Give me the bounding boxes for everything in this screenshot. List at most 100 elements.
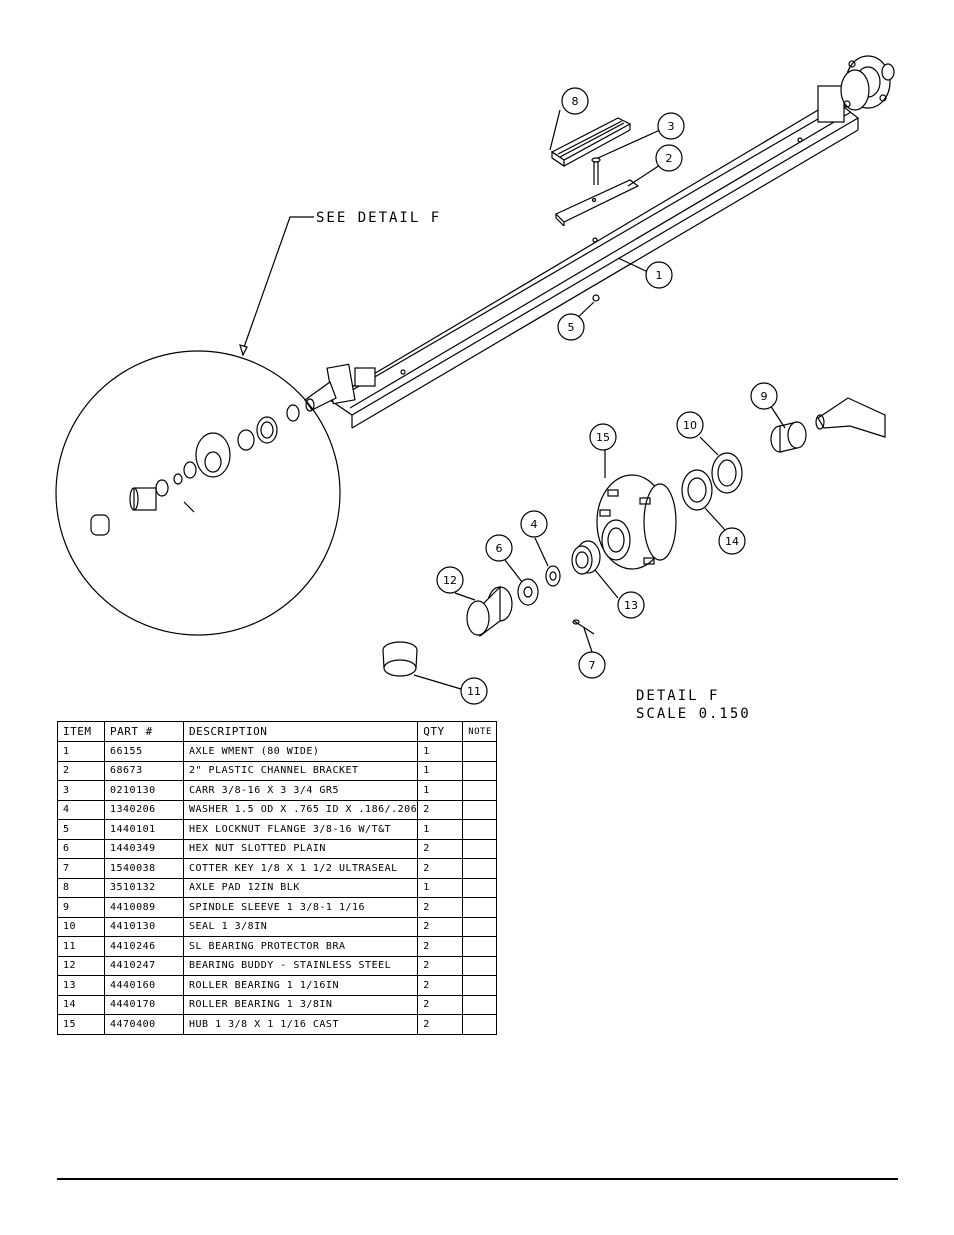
cell-note bbox=[462, 780, 498, 801]
carriage-bolt bbox=[591, 157, 601, 185]
detail-circle bbox=[55, 350, 341, 636]
cell-part: 1440349 bbox=[104, 838, 184, 859]
cell-description: HEX NUT SLOTTED PLAIN bbox=[182, 838, 419, 859]
axle-tube bbox=[304, 55, 895, 429]
cell-description: ROLLER BEARING 1 1/16IN bbox=[182, 975, 419, 996]
cell-part: 4440170 bbox=[104, 994, 184, 1015]
cell-item: 5 bbox=[57, 819, 105, 840]
cell-description: CARR 3/8-16 X 3 3/4 GR5 bbox=[182, 780, 419, 801]
cell-item: 3 bbox=[57, 780, 105, 801]
cell-note bbox=[462, 955, 498, 976]
cell-note bbox=[462, 838, 498, 859]
cell-qty: 1 bbox=[417, 877, 464, 898]
channel-bracket bbox=[554, 179, 640, 227]
svg-text:12: 12 bbox=[443, 574, 457, 587]
balloon-13: 13 bbox=[617, 591, 645, 619]
cell-qty: 2 bbox=[417, 994, 464, 1015]
cell-qty: 2 bbox=[417, 1014, 464, 1035]
cell-description: HEX LOCKNUT FLANGE 3/8-16 W/T&T bbox=[182, 819, 419, 840]
balloon-2: 2 bbox=[655, 144, 683, 172]
svg-text:4: 4 bbox=[531, 518, 538, 531]
svg-text:11: 11 bbox=[467, 685, 481, 698]
svg-text:13: 13 bbox=[624, 599, 638, 612]
detail-inner-parts bbox=[90, 404, 300, 536]
svg-text:3: 3 bbox=[668, 120, 675, 133]
cell-item: 1 bbox=[57, 741, 105, 762]
cell-description: SL BEARING PROTECTOR BRA bbox=[182, 936, 419, 957]
detail-scale: SCALE 0.150 bbox=[636, 706, 751, 722]
svg-text:9: 9 bbox=[761, 390, 768, 403]
cell-note bbox=[462, 819, 498, 840]
balloon-6: 6 bbox=[485, 534, 513, 562]
header-note: NOTE bbox=[462, 721, 498, 742]
cell-part: 4440160 bbox=[104, 975, 184, 996]
balloon-5: 5 bbox=[557, 313, 585, 341]
balloon-11: 11 bbox=[460, 677, 488, 705]
cell-description: AXLE PAD 12IN BLK bbox=[182, 877, 419, 898]
table-header-row: ITEM PART # DESCRIPTION QTY NOTE bbox=[57, 721, 498, 742]
cell-item: 15 bbox=[57, 1014, 105, 1035]
cell-qty: 2 bbox=[417, 916, 464, 937]
detail-title: DETAIL F bbox=[636, 688, 719, 704]
cell-description: 2" PLASTIC CHANNEL BRACKET bbox=[182, 760, 419, 781]
see-detail-label: SEE DETAIL F bbox=[316, 210, 441, 226]
cell-note bbox=[462, 897, 498, 918]
leader-lines bbox=[413, 109, 786, 690]
cell-item: 9 bbox=[57, 897, 105, 918]
cell-part: 1440101 bbox=[104, 819, 184, 840]
spindle-sleeve bbox=[770, 421, 807, 453]
cell-note bbox=[462, 916, 498, 937]
hub bbox=[596, 474, 677, 570]
balloon-7: 7 bbox=[578, 651, 606, 679]
cell-part: 66155 bbox=[104, 741, 184, 762]
roller-bearing-small bbox=[571, 540, 601, 575]
balloon-15: 15 bbox=[589, 423, 617, 451]
svg-text:15: 15 bbox=[596, 431, 610, 444]
cell-description: SEAL 1 3/8IN bbox=[182, 916, 419, 937]
cell-part: 4410089 bbox=[104, 897, 184, 918]
slotted-nut bbox=[517, 578, 539, 606]
cell-description: HUB 1 3/8 X 1 1/16 CAST bbox=[182, 1014, 419, 1035]
svg-text:1: 1 bbox=[656, 269, 663, 282]
bearing-protector bbox=[382, 641, 418, 677]
balloon-3: 3 bbox=[657, 112, 685, 140]
balloon-8: 8 bbox=[561, 87, 589, 115]
cell-item: 11 bbox=[57, 936, 105, 957]
cell-qty: 2 bbox=[417, 858, 464, 879]
cell-part: 4410247 bbox=[104, 955, 184, 976]
cell-item: 12 bbox=[57, 955, 105, 976]
cell-part: 4410246 bbox=[104, 936, 184, 957]
svg-text:14: 14 bbox=[725, 535, 739, 548]
seal bbox=[711, 452, 743, 494]
cell-note bbox=[462, 975, 498, 996]
svg-text:10: 10 bbox=[683, 419, 697, 432]
svg-text:7: 7 bbox=[589, 659, 596, 672]
cell-qty: 2 bbox=[417, 897, 464, 918]
see-detail-leader bbox=[242, 216, 314, 351]
cell-part: 0210130 bbox=[104, 780, 184, 801]
cell-item: 2 bbox=[57, 760, 105, 781]
cell-qty: 2 bbox=[417, 799, 464, 820]
cell-qty: 1 bbox=[417, 780, 464, 801]
footer-rule bbox=[57, 1178, 898, 1180]
header-item: ITEM bbox=[57, 721, 105, 742]
axle-pad bbox=[550, 117, 632, 168]
cell-description: BEARING BUDDY - STAINLESS STEEL bbox=[182, 955, 419, 976]
balloon-1: 1 bbox=[645, 261, 673, 289]
cell-note bbox=[462, 994, 498, 1015]
cell-part: 1540038 bbox=[104, 858, 184, 879]
balloon-12: 12 bbox=[436, 566, 464, 594]
